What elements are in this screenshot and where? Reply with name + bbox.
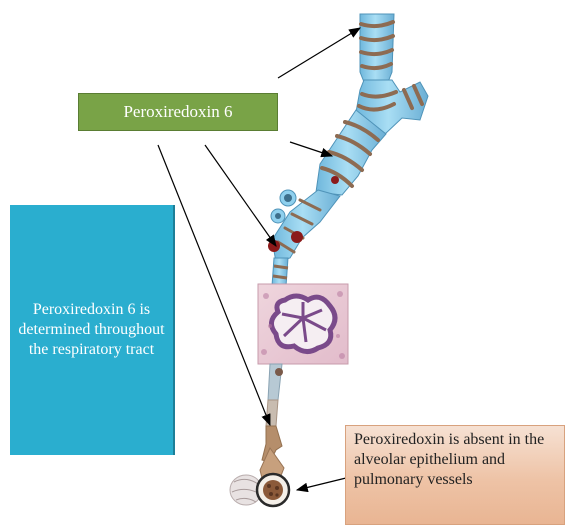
peroxiredoxin-title-label: Peroxiredoxin 6 [78,93,278,131]
histology-micrograph [258,284,348,364]
alveolar-absence-text: Peroxiredoxin is absent in the alveolar … [354,430,556,490]
arrow-icon [278,28,360,78]
arrow-icon [205,145,276,246]
arrow-icon [297,478,346,490]
respiratory-tract-info-text: Peroxiredoxin 6 is determined throughout… [18,300,165,360]
terminal-bronchiole-segment [260,364,284,484]
small-bronchiole-segment [272,258,288,286]
arrow-icon [290,142,332,156]
alveolar-absence-note: Peroxiredoxin is absent in the alveolar … [345,425,565,525]
alveolus-icon [257,474,289,506]
peroxiredoxin-title-text: Peroxiredoxin 6 [123,102,232,122]
respiratory-tract-info-box: Peroxiredoxin 6 is determined throughout… [10,205,175,455]
bronchiole-cluster [268,190,340,262]
trachea-segment [360,14,394,82]
